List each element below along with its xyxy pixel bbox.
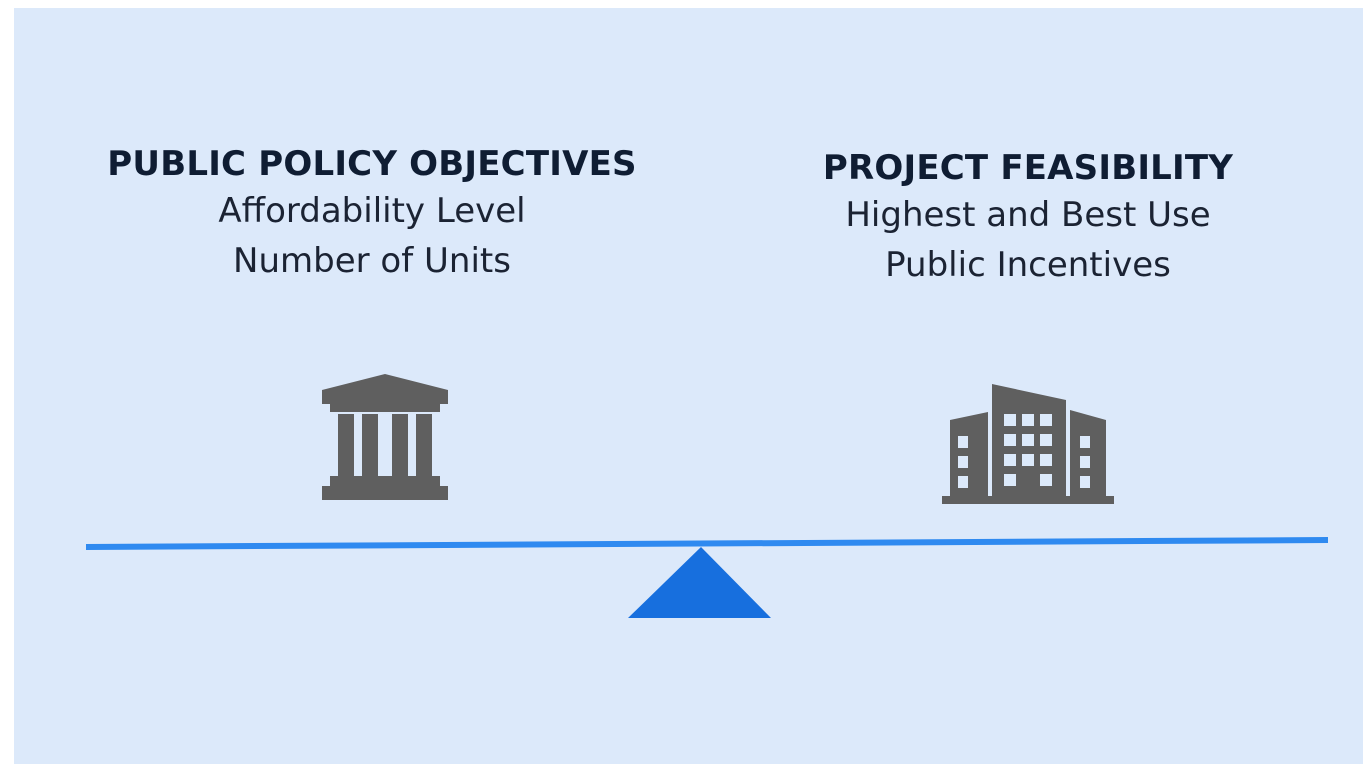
right-title: PROJECT FEASIBILITY bbox=[822, 148, 1234, 188]
government-building-icon bbox=[322, 374, 448, 500]
right-line-1: Highest and Best Use bbox=[845, 195, 1211, 235]
city-buildings-icon bbox=[942, 384, 1114, 504]
fulcrum-triangle bbox=[628, 547, 771, 618]
left-title: PUBLIC POLICY OBJECTIVES bbox=[107, 144, 637, 184]
right-line-2: Public Incentives bbox=[885, 245, 1171, 285]
diagram-panel bbox=[14, 8, 1363, 764]
right-text-group: PROJECT FEASIBILITY Highest and Best Use… bbox=[718, 146, 1338, 290]
left-line-1: Affordability Level bbox=[218, 191, 526, 231]
left-text-group: PUBLIC POLICY OBJECTIVES Affordability L… bbox=[62, 142, 682, 286]
balance-beam bbox=[85, 537, 1329, 550]
left-line-2: Number of Units bbox=[233, 241, 511, 281]
